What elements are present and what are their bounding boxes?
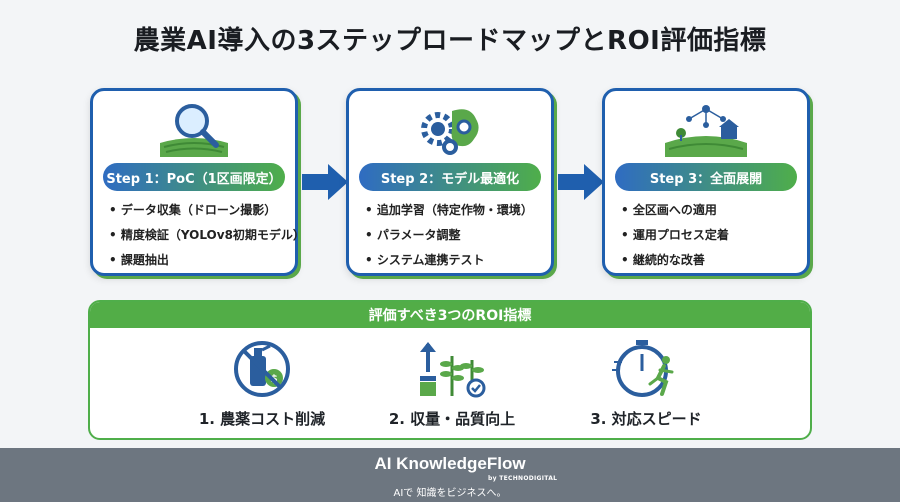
list-item: 課題抽出 [109,251,289,268]
footer-bar: AI KnowledgeFlow by TECHNODIGITAL AIで 知識… [0,448,900,502]
step-1-label: Step 1：PoC（1区画限定） [103,163,285,191]
list-item: 追加学習（特定作物・環境） [365,201,545,218]
roi-item-3-label: 3. 対応スピード [590,410,702,428]
roi-item-1-label: 1. 農薬コスト削減 [198,410,326,428]
brand-tagline: AIで 知識をビジネスへ。 [393,488,507,499]
brand-subtitle: by TECHNODIGITAL [488,475,558,482]
no-pesticide-cost-icon: $ [172,338,352,400]
list-item: データ収集（ドローン撮影） [109,201,289,218]
list-item: 全区画への適用 [621,201,801,218]
page-title: 農業AI導入の3ステップロードマップとROI評価指標 [133,26,767,56]
list-item: 運用プロセス定着 [621,226,801,243]
list-item: システム連携テスト [365,251,545,268]
arrow-right-icon [558,164,604,200]
brand-logo: AI KnowledgeFlow [374,454,526,473]
step-2-list: 追加学習（特定作物・環境） パラメータ調整 システム連携テスト [365,201,545,276]
roi-panel: 評価すべき3つのROI指標 $ 1. 農薬コスト削減 [88,300,812,440]
list-item: パラメータ調整 [365,226,545,243]
step-2-label: Step 2：モデル最適化 [359,163,541,191]
farm-network-icon [605,99,807,161]
roi-item-2-label: 2. 収量・品質向上 [388,410,516,428]
list-item: 継続的な改善 [621,251,801,268]
roi-header: 評価すべき3つのROI指標 [90,302,810,328]
brain-gears-icon [349,99,551,161]
arrow-right-icon [302,164,348,200]
list-item: 精度検証（YOLOv8初期モデル） [109,226,305,243]
roi-item-3: 3. 対応スピード [556,338,736,429]
step-3-list: 全区画への適用 運用プロセス定着 継続的な改善 [621,201,801,276]
step-1-list: データ収集（ドローン撮影） 精度検証（YOLOv8初期モデル） 課題抽出 [109,201,305,276]
roi-item-1: $ 1. 農薬コスト削減 [172,338,352,429]
stopwatch-runner-icon [556,338,736,400]
roi-item-2: 2. 収量・品質向上 [362,338,542,429]
step-card-2: Step 2：モデル最適化 追加学習（特定作物・環境） パラメータ調整 システム… [346,88,554,276]
step-card-3: Step 3：全面展開 全区画への適用 運用プロセス定着 継続的な改善 [602,88,810,276]
step-card-1: Step 1：PoC（1区画限定） データ収集（ドローン撮影） 精度検証（YOL… [90,88,305,276]
yield-growth-icon [362,338,542,400]
field-magnifier-icon [93,99,295,161]
step-3-label: Step 3：全面展開 [615,163,797,191]
